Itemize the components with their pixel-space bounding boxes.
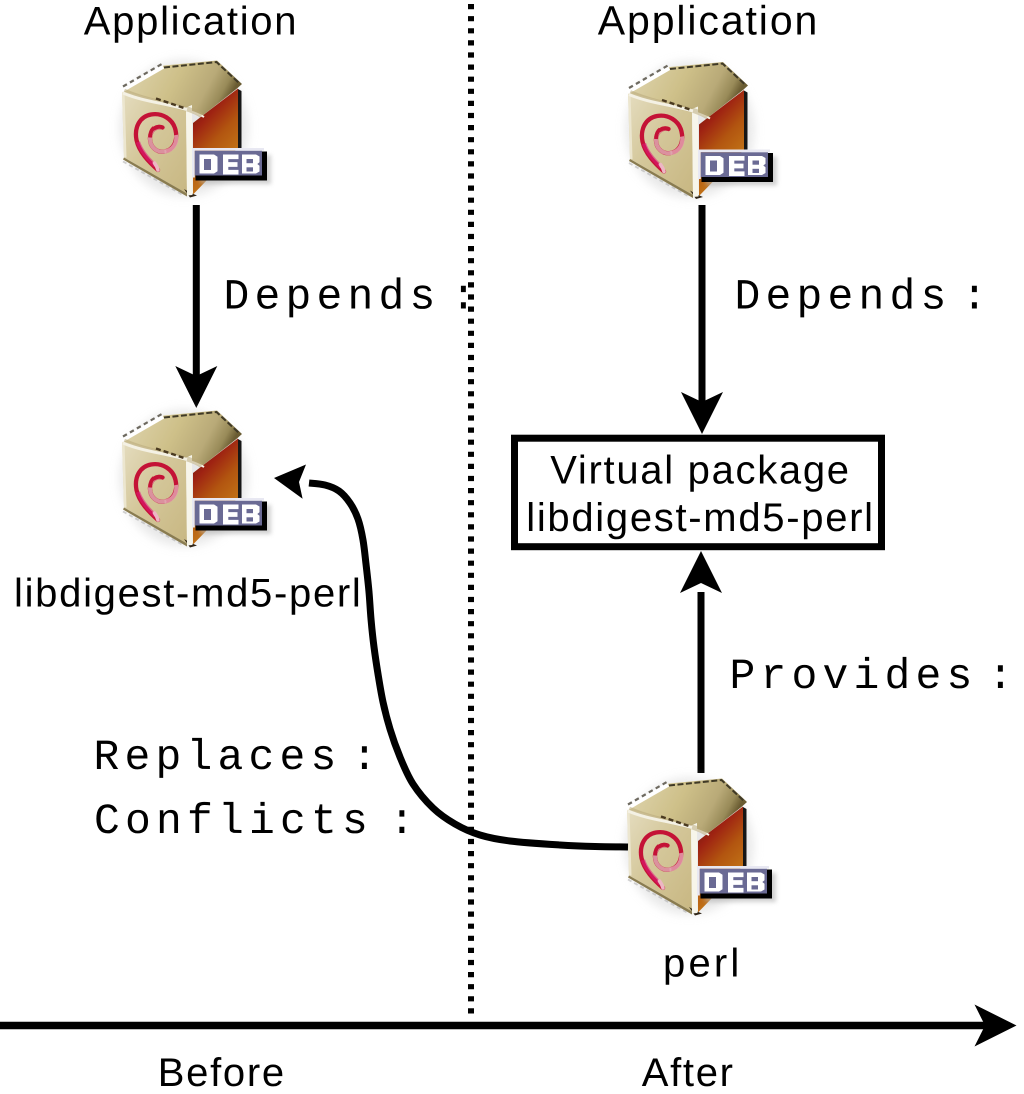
svg-text:Application: Application (598, 0, 819, 43)
svg-text:Replaces:: Replaces: (94, 733, 383, 782)
svg-text:Depends:: Depends: (224, 273, 482, 322)
svg-text:Depends:: Depends: (735, 273, 993, 322)
svg-text:Conflicts:: Conflicts: (94, 797, 420, 846)
svg-text:libdigest-md5-perl: libdigest-md5-perl (526, 496, 875, 540)
svg-text:Provides:: Provides: (730, 652, 1019, 701)
svg-text:Application: Application (84, 0, 298, 43)
svg-text:perl: perl (663, 941, 743, 985)
svg-text:libdigest-md5-perl: libdigest-md5-perl (14, 571, 363, 615)
svg-text:Before: Before (158, 1051, 286, 1094)
svg-text:Virtual package: Virtual package (550, 449, 851, 493)
svg-text:After: After (642, 1051, 735, 1094)
